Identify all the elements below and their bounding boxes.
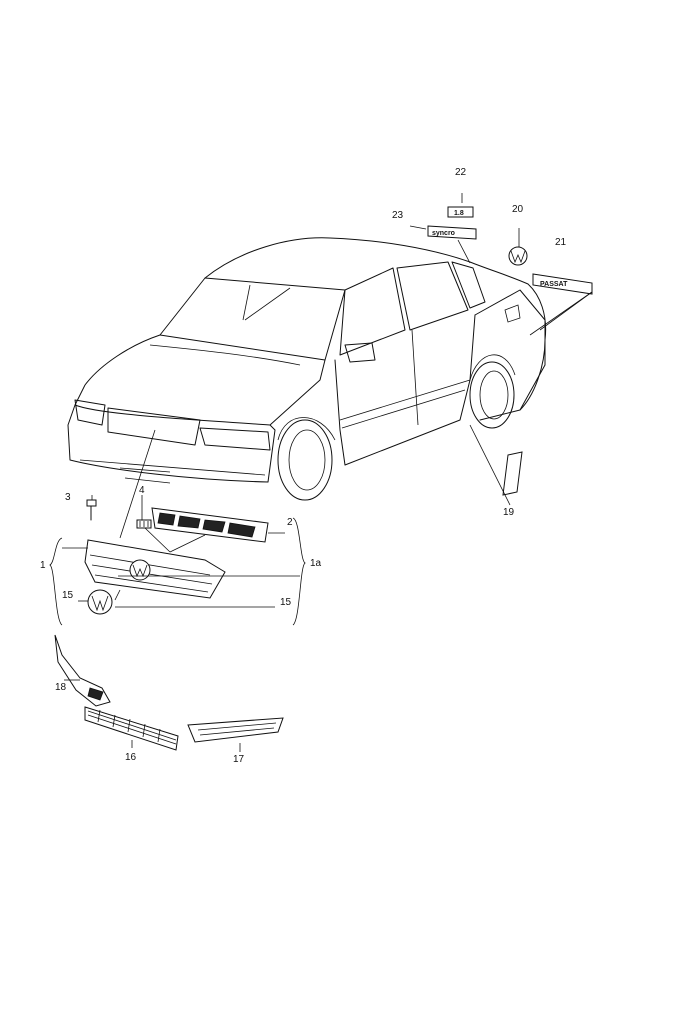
callout-15-left: 15: [62, 590, 74, 601]
screw: [86, 499, 97, 521]
side-protection-strip: [502, 451, 523, 496]
callout-labels: 22 23 20 21 19 3 4 2 1 1a 15 15 18 16 17: [40, 167, 567, 765]
clip: [136, 519, 152, 529]
callout-20: 20: [512, 204, 524, 215]
side-grille-right: [187, 717, 284, 743]
badge-passat-text: PASSAT: [540, 281, 568, 288]
callout-15-right: 15: [280, 597, 292, 608]
car-illustration: [67, 237, 547, 501]
callout-22: 22: [455, 167, 467, 178]
callout-4: 4: [139, 485, 145, 496]
leader-lines: [49, 193, 593, 752]
callout-3: 3: [65, 492, 71, 503]
callout-23: 23: [392, 210, 404, 221]
callout-1: 1: [40, 560, 46, 571]
callout-1a: 1a: [310, 558, 322, 569]
front-vw-emblem: [87, 589, 113, 615]
callout-16: 16: [125, 752, 137, 763]
lower-grille: [84, 706, 179, 751]
callout-18: 18: [55, 682, 67, 693]
radiator-grille: [84, 539, 226, 599]
rear-vw-emblem: [508, 246, 528, 266]
callout-2: 2: [287, 517, 293, 528]
side-grille-left: [54, 634, 111, 707]
badge-1-8-text: 1.8: [454, 210, 464, 217]
badge-syncro-text: syncro: [432, 230, 455, 237]
badge-passat: PASSAT: [532, 273, 593, 295]
grille-carrier: [151, 507, 269, 543]
badge-syncro: syncro: [427, 225, 477, 240]
callout-19: 19: [503, 507, 515, 518]
callout-17: 17: [233, 754, 245, 765]
badge-1-8: 1.8: [447, 206, 474, 218]
callout-21: 21: [555, 237, 567, 248]
